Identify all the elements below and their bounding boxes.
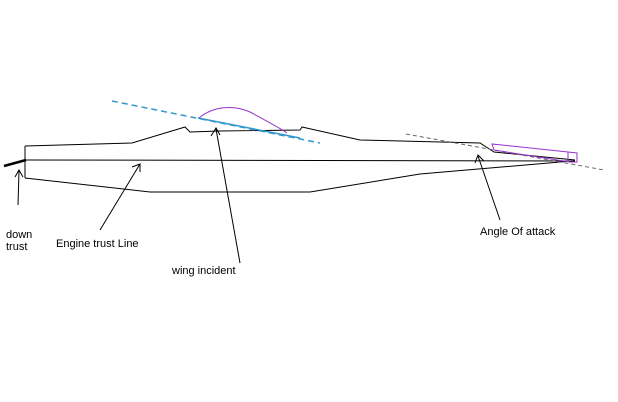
pointer-arrows [14,127,501,264]
engine-thrust-line-label: Engine trust Line [56,238,139,250]
engine-thrust-line [24,159,576,162]
fuselage-bottom-outline [24,160,573,193]
down-thrust-label-line2: trust [6,241,27,253]
horizontal-stabilizer [491,143,578,163]
wing-airfoil [198,106,288,134]
down-thrust-label-line1: down [6,229,32,241]
angle-of-attack-arrow [474,154,501,221]
wing-incident-arrow [210,127,241,264]
wing-chord-line [197,117,301,139]
wing-chord-reference-line [111,100,321,144]
wing-incident-label: wing incident [171,265,236,277]
fuselage-top-outline [24,126,576,161]
angle-of-attack-label: Angle Of attack [480,226,556,238]
engine-thrust-arrow [99,163,141,231]
down-thrust-arrow [14,168,24,206]
fuselage [24,126,576,193]
down-thrust-line [3,158,27,168]
